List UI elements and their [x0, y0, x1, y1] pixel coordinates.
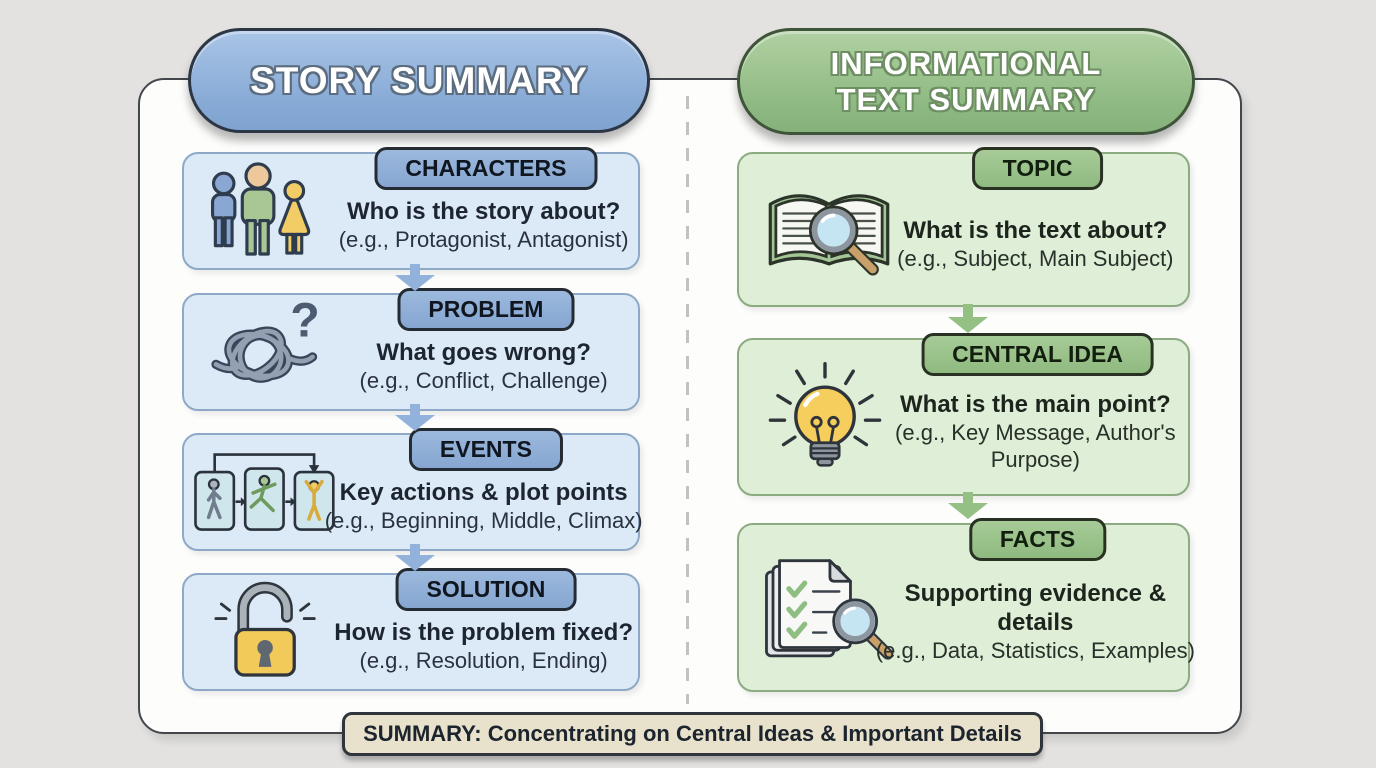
events-tab: EVENTS — [408, 428, 563, 471]
question-text: What is the text about? — [903, 216, 1168, 244]
lightbulb-icon — [759, 358, 891, 476]
tangled-knot-icon: ? — [204, 294, 332, 407]
summary-text: SUMMARY: Concentrating on Central Ideas … — [363, 721, 1022, 746]
question-text: Key actions & plot points — [339, 479, 628, 506]
characters-tab: CHARACTERS — [374, 147, 598, 190]
svg-text:?: ? — [290, 298, 319, 348]
down-arrow-icon — [948, 304, 988, 333]
info-step-facts: FACTS — [737, 518, 1202, 697]
story-summary-header: STORY SUMMARY — [188, 28, 650, 133]
story-step-events: EVENTS Key acti — [182, 428, 652, 556]
summary-bar: SUMMARY: Concentrating on Central Ideas … — [342, 712, 1043, 756]
people-icon — [196, 157, 322, 266]
example-text: (e.g., Protagonist, Antagonist) — [338, 227, 629, 252]
sequence-panels-icon — [192, 444, 342, 541]
problem-tab: PROBLEM — [397, 288, 575, 331]
story-step-problem: PROBLEM — [182, 288, 652, 416]
central-idea-tab: CENTRAL IDEA — [921, 333, 1154, 376]
topic-tab: TOPIC — [971, 147, 1104, 190]
down-arrow-icon — [395, 404, 435, 431]
question-text: What is the main point? — [900, 390, 1171, 418]
informational-title-line1: INFORMATIONAL — [830, 45, 1102, 81]
informational-summary-header: INFORMATIONAL TEXT SUMMARY — [737, 28, 1195, 135]
column-divider — [686, 96, 689, 704]
down-arrow-icon — [395, 544, 435, 571]
open-padlock-icon — [206, 579, 326, 686]
solution-tab: SOLUTION — [395, 568, 577, 611]
story-summary-title: STORY SUMMARY — [250, 59, 588, 101]
example-text: (e.g., Key Message, Author's Purpose) — [895, 419, 1176, 472]
documents-magnifier-icon — [759, 549, 899, 666]
story-step-solution: SOLUTION How is the problem fixed? (e.g.… — [182, 568, 652, 696]
example-text: (e.g., Conflict, Challenge) — [359, 368, 608, 393]
down-arrow-icon — [395, 264, 435, 291]
example-text: (e.g., Resolution, Ending) — [359, 648, 608, 673]
example-text: (e.g., Subject, Main Subject) — [897, 245, 1174, 271]
example-text: (e.g., Data, Statistics, Examples) — [875, 638, 1195, 663]
info-step-topic: TOPIC What is the text about? (e.g., Sub… — [737, 147, 1202, 312]
down-arrow-icon — [948, 492, 988, 519]
question-text: Who is the story about? — [346, 198, 621, 225]
facts-tab: FACTS — [968, 518, 1107, 561]
informational-title-line2: TEXT SUMMARY — [836, 81, 1096, 117]
book-magnifier-icon — [759, 172, 899, 287]
question-text: Supporting evidence & details — [904, 580, 1167, 636]
question-text: What goes wrong? — [376, 339, 591, 366]
info-step-central-idea: CENTRAL IDEA What is the main point? — [737, 333, 1202, 501]
question-text: How is the problem fixed? — [334, 619, 633, 646]
story-step-characters: CHARACTERS Who — [182, 147, 652, 275]
example-text: (e.g., Beginning, Middle, Climax) — [324, 508, 643, 533]
